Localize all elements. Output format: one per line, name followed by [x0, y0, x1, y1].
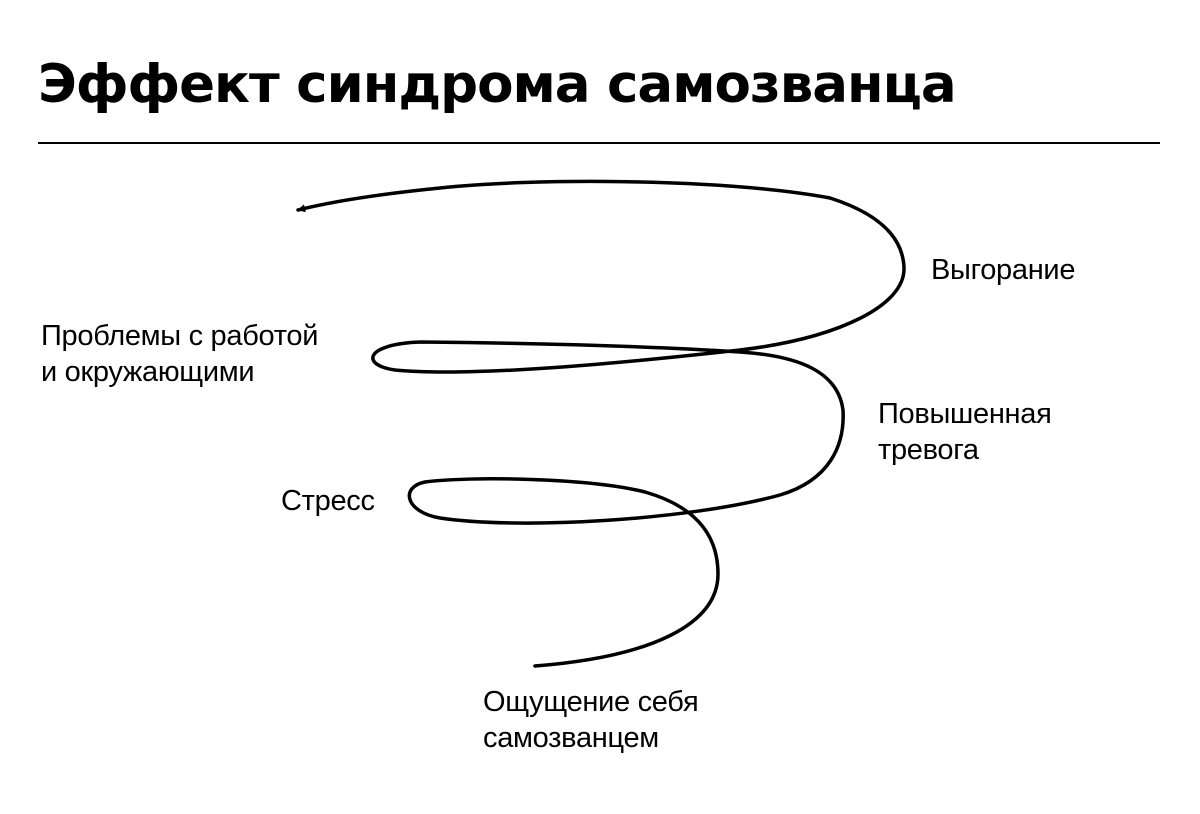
stage-label-impostor-feeling: Ощущение себя самозванцем	[483, 686, 699, 754]
diagram-title: Эффект синдрома самозванца	[38, 54, 957, 115]
stage-label-stress: Стресс	[281, 485, 375, 517]
stage-label-problems: Проблемы с работой и окружающими	[41, 320, 319, 388]
stage-label-anxiety: Повышенная тревога	[878, 398, 1052, 466]
spiral-line	[296, 179, 906, 668]
stage-label-burnout: Выгорание	[931, 254, 1076, 286]
title-divider	[38, 142, 1160, 144]
